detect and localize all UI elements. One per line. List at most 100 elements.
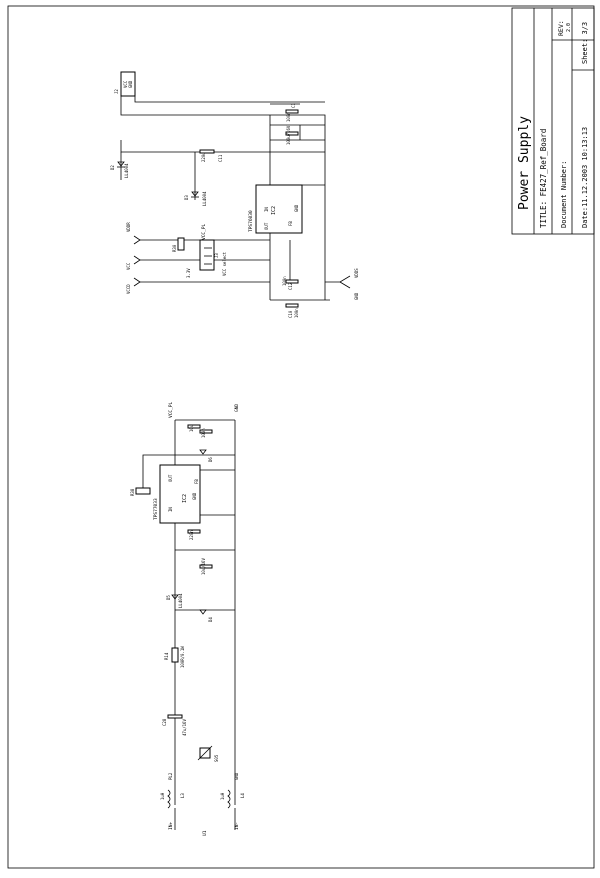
regulator-bottom-pin-out: OUT: [168, 474, 173, 482]
connector-pin2: GND: [128, 80, 133, 88]
inductor-l3-value: 1uH: [160, 792, 165, 800]
cap-c10-ref: C10: [288, 310, 293, 318]
cap-c1-ref: C1: [291, 103, 296, 108]
elko-value: 100u/16V: [286, 125, 291, 145]
regulator-top-pin-in: IN: [264, 207, 269, 212]
jumper-ref: J3: [214, 253, 219, 258]
cap-c16-value: 10u: [189, 424, 194, 432]
diode-d3-ref: D3: [184, 195, 189, 200]
diode-d4-symbol: [199, 609, 207, 615]
diode-d5-part: LL4004: [178, 593, 183, 608]
arrow-vccd: [133, 277, 141, 287]
title-rev-value: 2.0: [566, 23, 572, 32]
regulator-bottom-part: TPS77033: [153, 498, 159, 520]
cap-c28-ref: C28: [162, 718, 167, 726]
net-vddr: VDDR: [126, 222, 131, 232]
regulator-top-pin-gnd: GND: [294, 204, 299, 212]
title-heading: Power Supply: [517, 116, 532, 210]
connector-ref: J2: [114, 89, 119, 94]
regulator-ic2-bottom: [159, 464, 201, 524]
cap-c12-value: 100n: [282, 276, 287, 286]
regulator-ic2-top: [255, 184, 303, 234]
cap-c10-symbol: [285, 303, 299, 308]
net-vdds: VDDS: [354, 268, 359, 278]
cap-c11-symbol: [199, 149, 215, 154]
top-power-circuit: J2 VCC GND D2 LL4004 D3 LL4004 C1: [110, 71, 359, 318]
diode-d2-part: LL4004: [124, 163, 129, 178]
net-pl2: PL2: [168, 772, 173, 780]
net-u1: U1: [202, 830, 208, 836]
diode-d5-ref: D5: [166, 595, 171, 600]
title-rev-label: REV:: [557, 20, 565, 36]
net-gnd2: GND: [234, 772, 239, 780]
regulator-top-pin-out: OUT: [264, 222, 269, 230]
resistor-r38: [135, 487, 151, 495]
diode-d2-symbol: [117, 161, 125, 167]
net-vccd: VCCD: [126, 284, 131, 294]
cap-c14-symbol: [199, 564, 213, 569]
regulator-bottom-pin-gnd: GND: [192, 492, 197, 500]
cap-c28-value: 47u/16V: [182, 719, 187, 736]
bottom-power-circuit: VCC_PL GND 10u 100n D6 IC2 TPS77033 IN O…: [130, 401, 245, 836]
inductor-l4-value: 1uH: [220, 792, 225, 800]
title-block: Power Supply TITLE: FE427_Ref_Board Docu…: [511, 7, 595, 235]
arrow-vddr: [133, 235, 141, 245]
regulator-bottom-ref: IC2: [182, 494, 188, 503]
inductor-l4: [227, 789, 231, 809]
cap-c1-symbol: [285, 109, 299, 114]
title-name: TITLE: FE427_Ref_Board: [539, 129, 548, 228]
jumper-label: VCC select: [222, 251, 227, 276]
resistor-r30-ref: R30: [172, 244, 177, 252]
cap-c13-value: 220n: [189, 530, 194, 540]
regulator-bottom-pin-in: IN: [168, 507, 173, 512]
cap-c15-symbol: [199, 429, 213, 434]
net-vcc-pl-top: VCC_PL: [201, 223, 207, 240]
connector-pin1: VCC: [123, 80, 128, 88]
regulator-top-pin-fb: FB: [288, 221, 293, 226]
net-gnd-bottom: GND: [234, 404, 240, 412]
resistor-r14-value: 100R/0.1W: [180, 646, 185, 668]
voltage-33: 3.3V: [186, 268, 191, 278]
cap-c12-ref: C12: [288, 282, 293, 290]
resistor-r38-ref: R38: [130, 488, 135, 496]
diode-d6-symbol: [199, 449, 207, 455]
diode-d2-ref: D2: [110, 165, 115, 170]
title-sheet: Sheet: 3/3: [581, 22, 589, 64]
resistor-r30: [177, 237, 185, 251]
resistor-r14-ref: R14: [164, 652, 169, 660]
net-vcc: VCC: [126, 262, 131, 270]
diode-d3-part: LL4004: [202, 191, 207, 206]
net-in-plus: IN+: [168, 822, 174, 830]
cap-c14-value: 10u/16V: [201, 558, 206, 575]
arrow-vcc: [133, 255, 141, 265]
sheet-border: [7, 5, 595, 869]
cap-c16-symbol: [187, 424, 201, 429]
inductor-l4-ref: L4: [240, 793, 245, 798]
diode-d3-symbol: [191, 191, 199, 197]
connector-j2: [120, 71, 136, 97]
cap-c13-symbol: [187, 529, 201, 534]
regulator-top-ref: IC2: [271, 206, 277, 215]
net-gnd-top: GND: [354, 292, 359, 300]
cap-c10-value: 100n: [294, 308, 299, 318]
inductor-l3: [167, 789, 171, 809]
cap-c1-value: 100n: [286, 112, 291, 122]
elko-symbol: [285, 131, 299, 136]
cap-c12-symbol: [285, 279, 299, 284]
net-in-minus: IN-: [234, 822, 240, 830]
title-document-number: Document Number:: [560, 161, 568, 228]
regulator-bottom-pin-fb: FB: [194, 479, 199, 484]
net-vcc-pl-bottom: VCC_PL: [168, 401, 174, 418]
diode-d6-ref: D6: [208, 457, 213, 462]
jumper-j3: [199, 239, 215, 271]
varistor-value: S05: [214, 754, 219, 762]
title-date: Date:11.12.2003 10:13:13: [581, 127, 589, 228]
cap-c28-symbol: [167, 714, 183, 719]
diode-d5-symbol: [171, 594, 179, 600]
cap-c11-value: 220u: [201, 152, 206, 162]
regulator-top-part: TPS76030: [248, 210, 254, 232]
inductor-l3-ref: L3: [180, 793, 185, 798]
resistor-r14: [171, 647, 179, 663]
